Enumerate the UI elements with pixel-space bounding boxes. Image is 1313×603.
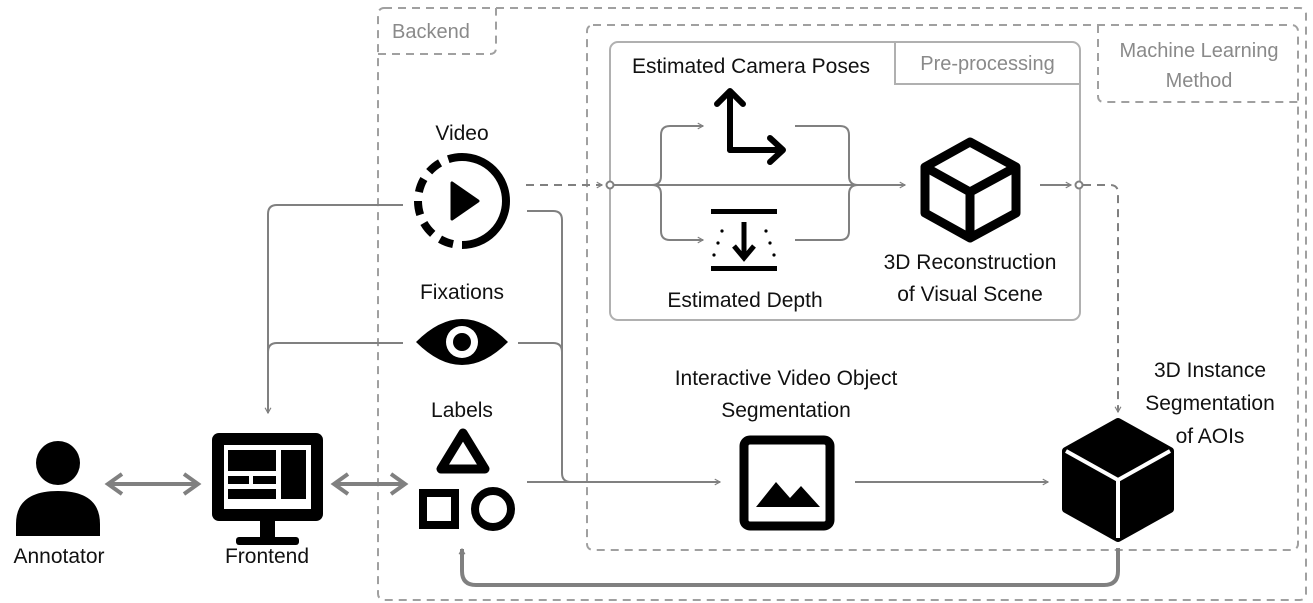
preprocessing-box xyxy=(609,41,1081,321)
frontend-label: Frontend xyxy=(224,545,310,568)
image-icon xyxy=(739,435,835,531)
depth-label: Estimated Depth xyxy=(667,289,823,312)
labels-label: Labels xyxy=(431,399,493,422)
recon-to-instance-arrow xyxy=(1083,184,1118,412)
instance-label-line1: 3D Instance xyxy=(1153,359,1267,382)
backend-label: Backend xyxy=(392,21,470,43)
ivos-label-line1: Interactive Video Object xyxy=(674,367,898,390)
instance-label-line3: of AOIs xyxy=(1175,425,1245,448)
recon-label-line2: of Visual Scene xyxy=(897,283,1043,306)
depth-icon xyxy=(711,209,777,271)
annotator-label: Annotator xyxy=(13,545,105,568)
video-to-frontend-arrow xyxy=(268,204,403,413)
instance-to-labels-arrow xyxy=(462,548,1120,587)
monitor-icon xyxy=(212,433,323,545)
ml-method-box xyxy=(586,24,1299,551)
backend-box xyxy=(377,7,1307,601)
ml-method-label-line2: Method xyxy=(1165,70,1233,92)
preprocessing-label: Pre-processing xyxy=(920,53,1055,75)
person-icon xyxy=(16,441,100,536)
video-play-icon xyxy=(414,153,510,249)
instance-label-line2: Segmentation xyxy=(1145,392,1275,415)
cube-solid-icon xyxy=(1062,418,1174,542)
fixations-label: Fixations xyxy=(419,281,505,304)
cube-outline-icon xyxy=(920,137,1021,243)
video-label: Video xyxy=(435,122,489,145)
shapes-icon xyxy=(419,428,515,531)
eye-icon xyxy=(416,319,508,365)
ml-method-label-line1: Machine Learning xyxy=(1119,40,1279,62)
recon-label-line1: 3D Reconstruction xyxy=(883,251,1057,274)
camera-poses-label: Estimated Camera Poses xyxy=(631,55,871,78)
ivos-label-line2: Segmentation xyxy=(721,399,851,422)
axes-icon xyxy=(714,88,786,165)
